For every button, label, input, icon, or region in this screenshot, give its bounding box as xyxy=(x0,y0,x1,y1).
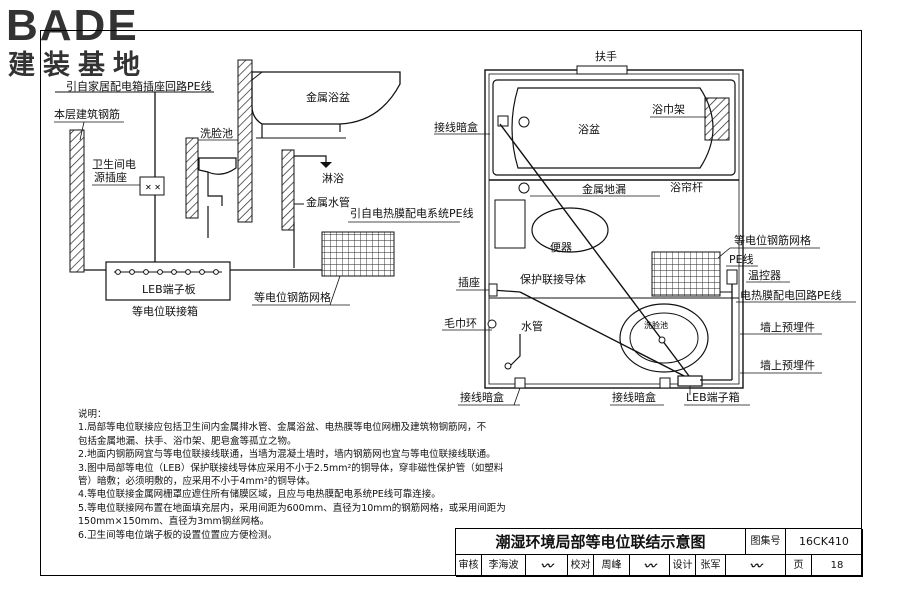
shower-wall xyxy=(281,149,295,231)
thermostat-label: 温控器 xyxy=(748,268,781,282)
curtain-rod-label: 浴帘杆 xyxy=(670,180,703,194)
atlas-label: 图集号 xyxy=(746,529,786,555)
handle-label: 扶手 xyxy=(595,49,617,63)
tub-label: 浴盆 xyxy=(578,122,600,136)
equip-box xyxy=(105,261,231,301)
atlas-number: 16CK410 xyxy=(786,529,863,555)
page-number: 18 xyxy=(812,555,863,577)
checker-signature: 〰 xyxy=(630,555,670,577)
svg-text:✕ ✕: ✕ ✕ xyxy=(145,183,161,192)
round-basin-label: 洗脸池 xyxy=(644,320,668,330)
water-pipe-label: 水管 xyxy=(521,319,543,333)
washbasin-label: 洗脸池 xyxy=(200,126,233,140)
shower-head-icon xyxy=(294,155,327,162)
equip-mesh-left-label: 等电位钢筋网格 xyxy=(254,290,331,304)
reviewer-signature: 〰 xyxy=(526,555,568,577)
heating-film-pe-label: 电热膜配电回路PE线 xyxy=(740,288,842,302)
notes-line-3: 2.地面内钢筋网宜与等电位联接线联通，当墙为混凝土墙时，墙内钢筋网也宜与等电位联… xyxy=(78,449,496,461)
junction-box-bottom-mid-label: 接线暗盒 xyxy=(612,390,656,404)
floor-rebar-wall xyxy=(69,129,85,273)
logo-subtitle: 建装基地 xyxy=(8,50,148,81)
embedded-part-2-label: 墙上预埋件 xyxy=(760,358,815,372)
bath-outlet-label-1: 卫生间电 xyxy=(92,157,136,171)
protective-conductor-label: 保护联接导体 xyxy=(520,272,586,286)
pe-from-heating-film-label: 引自电热膜配电系统PE线 xyxy=(350,206,474,220)
metal-water-pipe-label: 金属水管 xyxy=(306,195,350,209)
socket-icon xyxy=(488,283,498,297)
title-block: 潮湿环境局部等电位联结示意图 图集号 16CK410 审核 李海波 〰 校对 周… xyxy=(455,528,863,577)
metal-floor-drain-label: 金属地漏 xyxy=(582,182,626,196)
handle-icon xyxy=(576,65,628,75)
shower-label: 淋浴 xyxy=(322,172,344,185)
leb-box-label: LEB端子箱 xyxy=(686,390,740,404)
drawing-frame xyxy=(40,30,862,576)
tub-outline xyxy=(492,79,736,176)
notes-line-7: 5.等电位联接网布置在地面填充层内，采用间距为600mm、直径为10mm的钢筋网… xyxy=(78,502,506,514)
pe-from-home-box-label: 引自家居配电箱插座回路PE线 xyxy=(66,79,212,93)
thermostat-icon xyxy=(726,269,738,285)
socket-label: 插座 xyxy=(458,275,480,289)
bath-outlet-label-2: 源插座 xyxy=(94,170,127,184)
floor-rebar-label: 本层建筑钢筋 xyxy=(54,107,120,121)
checker-name: 周峰 xyxy=(594,555,630,577)
notes-line-8: 150mm×150mm、直径为3mm钢丝网格。 xyxy=(78,516,270,528)
washbasin-wall xyxy=(185,137,199,219)
towel-ring-icon xyxy=(487,319,497,329)
junction-box-bottom-left-label: 接线暗盒 xyxy=(460,390,504,404)
floor-drain-icon xyxy=(518,182,530,194)
designer-signature: 〰 xyxy=(726,555,786,577)
junction-box-top-label: 接线暗盒 xyxy=(434,120,478,134)
notes-line-2: 包括金属地漏、扶手、浴巾架、肥皂盒等孤立之物。 xyxy=(78,435,297,447)
toilet-tank xyxy=(494,199,526,249)
round-basin-outer xyxy=(619,303,709,373)
reviewer-name: 李海波 xyxy=(482,555,526,577)
drawing-title: 潮湿环境局部等电位联结示意图 xyxy=(456,529,746,555)
towel-ring-label: 毛巾环 xyxy=(444,316,477,330)
notes-heading: 说明： xyxy=(78,409,107,420)
leb-terminals xyxy=(115,269,219,275)
equip-mesh-left xyxy=(321,231,395,277)
bathtub-wall xyxy=(237,59,253,223)
notes-line-1: 1.局部等电位联接应包括卫生间内金属排水管、金属浴盆、电热膜等电位网栅及建筑物钢… xyxy=(78,422,487,434)
notes-section: 说明： 1.局部等电位联接应包括卫生间内金属排水管、金属浴盆、电热膜等电位网栅及… xyxy=(78,408,548,542)
design-label: 设计 xyxy=(670,555,696,577)
metal-bathtub-label: 金属浴盆 xyxy=(306,90,350,104)
logo-brand: BADE xyxy=(6,1,139,50)
leb-box-icon xyxy=(677,375,703,387)
equip-mesh-right-label: 等电位钢筋网格 xyxy=(734,233,811,247)
equip-mesh-right xyxy=(651,251,721,297)
check-label: 校对 xyxy=(568,555,594,577)
metal-bathtub-icon xyxy=(251,71,401,125)
water-pipe-icon xyxy=(509,334,521,367)
notes-line-5: 管）暗敷；必须明敷的，应采用不小于4mm²的铜导体。 xyxy=(78,476,316,488)
logo: BADE 建装基地 xyxy=(6,2,176,86)
notes-line-6: 4.等电位联接金属网栅罩应遮住所有储膜区域，且应与电热膜配电系统PE线可靠连接。 xyxy=(78,489,441,501)
review-label: 审核 xyxy=(456,555,482,577)
bath-outlet-icon xyxy=(139,176,165,196)
page-label: 页 xyxy=(786,555,812,577)
toilet-label: 便器 xyxy=(550,241,572,254)
towel-rack-label: 浴巾架 xyxy=(652,102,685,116)
towel-rack-icon xyxy=(704,97,730,141)
pe-line-label: PE线 xyxy=(729,252,754,266)
notes-line-4: 3.图中局部等电位（LEB）保护联接线导体应采用不小于2.5mm²的铜导体，穿非… xyxy=(78,462,504,474)
equip-box-label: 等电位联接箱 xyxy=(132,304,198,318)
embedded-part-1-label: 墙上预埋件 xyxy=(760,320,815,334)
designer-name: 张军 xyxy=(696,555,726,577)
notes-line-9: 6.卫生间等电位端子板的设置位置应方便检测。 xyxy=(78,529,278,541)
washbasin-icon xyxy=(198,157,237,175)
toilet-bowl xyxy=(531,207,609,253)
tub-inner xyxy=(511,87,714,169)
leb-board-label: LEB端子板 xyxy=(142,282,196,296)
